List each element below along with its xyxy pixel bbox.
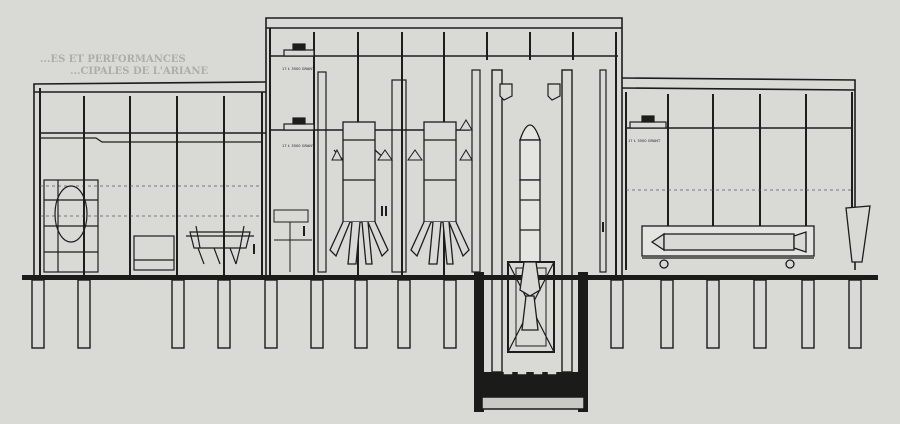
pile [706, 279, 720, 349]
pile [397, 279, 411, 349]
ghost-heading-2: ...CIPALES DE L'ARIANE [70, 66, 209, 77]
pit-base-slab [481, 396, 585, 410]
hopper-body [845, 205, 871, 263]
marker-triangle [459, 119, 473, 131]
person [602, 222, 604, 232]
scaffold-bracing [44, 180, 98, 272]
pile [171, 279, 185, 349]
launcher-nozzle [521, 295, 539, 331]
marker-triangle [377, 149, 393, 161]
marker-triangle [331, 148, 343, 161]
crane-trolley [283, 123, 315, 131]
pile [660, 279, 674, 349]
left-mezzanine [40, 137, 262, 143]
human-figures [253, 206, 604, 254]
pile [848, 279, 862, 349]
stage-fins [410, 221, 470, 265]
pile [310, 279, 324, 349]
left-hall-outline [33, 81, 267, 275]
hoist-block [547, 83, 561, 101]
pile [77, 279, 91, 349]
left-hall-dashed-lines [40, 185, 262, 217]
transport-trailer [641, 225, 815, 269]
stage-fins [329, 221, 389, 265]
trailer-stage-nozzle [793, 231, 807, 253]
pit-rollers [503, 367, 557, 375]
overhead-crane-mid [283, 117, 315, 131]
person [303, 226, 305, 236]
hoist-blocks [499, 83, 561, 101]
service-tower [391, 79, 407, 273]
pile [443, 279, 457, 349]
crane-trolley [283, 49, 315, 57]
ground-slab [22, 275, 878, 280]
roller [533, 367, 543, 375]
bleed-through-text: ...ES ET PERFORMANCES ...CIPALES DE L'AR… [40, 54, 209, 77]
pile [753, 279, 767, 349]
service-tower-tall [491, 69, 503, 373]
right-hall-columns [625, 92, 853, 270]
engine-frame [186, 225, 254, 249]
crane-hoist [292, 117, 306, 125]
trailer-wheel [785, 259, 795, 269]
crane-tag: 17 t. 3500 GRANT [282, 67, 315, 71]
marker-triangle [459, 149, 473, 161]
left-hall-equipment [43, 179, 254, 273]
pit-floor [474, 372, 588, 398]
pile [354, 279, 368, 349]
crane-hoist [641, 115, 655, 123]
person [385, 206, 387, 216]
engine-cluster [189, 231, 251, 265]
launcher-upper-stage [519, 139, 541, 181]
person [253, 244, 255, 254]
central-hall-outline [265, 17, 623, 275]
service-tower [599, 69, 607, 273]
stage-body [423, 121, 457, 223]
overhead-crane-top [283, 43, 315, 57]
stage-body [342, 121, 376, 223]
foundation-piles [31, 279, 862, 349]
crane-tag: 17 t. 3500 GRANT [628, 139, 661, 143]
hoist-block [499, 83, 513, 101]
pit-wall-right [578, 272, 588, 412]
trailer-stage [663, 233, 795, 251]
marker-triangle [407, 149, 423, 161]
service-tower [317, 71, 327, 273]
rocket-stage-right [410, 121, 470, 265]
pit-wall-left [474, 272, 484, 412]
roller [547, 367, 557, 375]
ghost-heading-1: ...ES ET PERFORMANCES [40, 54, 186, 65]
service-tower [471, 69, 481, 273]
crane-trolley [629, 121, 667, 129]
central-hall-structure [269, 28, 617, 373]
rocket-stage-left [329, 121, 389, 265]
pile [264, 279, 278, 349]
roller [517, 367, 527, 375]
building-frame [33, 17, 856, 275]
assembled-launcher [507, 124, 555, 353]
pile [801, 279, 815, 349]
pile [610, 279, 624, 349]
hopper [845, 205, 871, 263]
launcher-engines [519, 261, 541, 297]
overhead-crane-right [629, 115, 667, 129]
trailer-wheel [659, 259, 669, 269]
crane-hoist [292, 43, 306, 51]
launcher-first-stage [519, 179, 541, 263]
pile [31, 279, 45, 349]
person [381, 206, 383, 216]
pile [217, 279, 231, 349]
level-markers [331, 119, 473, 161]
transport-cart [133, 235, 175, 271]
central-left-platform [273, 209, 312, 272]
tank-stage [54, 185, 88, 243]
platform-deck [273, 209, 309, 223]
service-tower-tall [561, 69, 573, 373]
crane-tag: 17 t. 3500 GRANT [282, 144, 315, 148]
roller [503, 367, 513, 375]
